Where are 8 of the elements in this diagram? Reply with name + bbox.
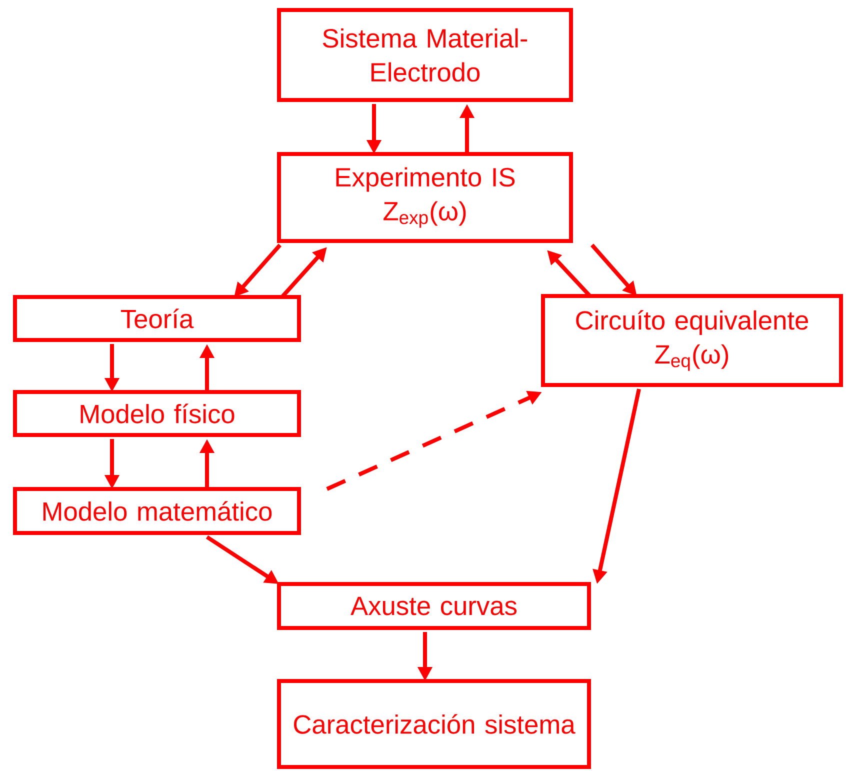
process-box: Circuíto equivalente Z$_{eq}$(ω) <box>541 294 844 387</box>
process-box: Sistema Material-Electrodo <box>277 8 574 102</box>
process-box: Experimento IS Z$_{exp}$(ω) <box>277 152 574 243</box>
process-box: Modelo matemático <box>13 487 302 535</box>
process-box: Modelo físico <box>13 390 302 437</box>
process-box: Teoría <box>13 295 302 342</box>
process-box: Caracterización sistema <box>277 679 592 769</box>
process-box: Axuste curvas <box>277 582 592 630</box>
